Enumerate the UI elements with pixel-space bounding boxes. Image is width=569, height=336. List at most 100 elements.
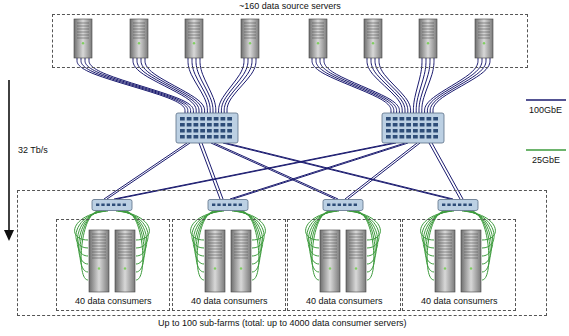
- drive-bay: [234, 237, 248, 238]
- switch-body: [438, 200, 478, 211]
- drive-bay: [464, 240, 478, 241]
- drive-bay: [234, 243, 248, 244]
- drive-bay: [234, 252, 248, 253]
- drive-bay: [77, 35, 89, 36]
- server-icon: [346, 230, 366, 292]
- drive-bay: [118, 249, 132, 250]
- link-100gbe: [316, 58, 394, 113]
- switch-port: [112, 204, 115, 207]
- drive-bay: [464, 234, 478, 235]
- switch-port: [400, 129, 405, 133]
- server-body: [74, 19, 92, 58]
- status-led: [329, 267, 331, 269]
- switch-port: [207, 117, 212, 121]
- drive-bay: [478, 35, 490, 36]
- drive-bay: [208, 240, 222, 241]
- network-switch: [176, 113, 238, 143]
- drive-bay: [118, 246, 132, 247]
- drive-bay: [464, 243, 478, 244]
- switch-port: [227, 135, 232, 139]
- group-heading: ~160 data source servers: [239, 1, 341, 12]
- sub-farm-box: 40 data consumers: [56, 219, 170, 311]
- arrow-head: [4, 230, 14, 241]
- drive-bay: [422, 35, 434, 36]
- switch-port: [433, 135, 438, 139]
- drive-bay: [438, 252, 452, 253]
- switch-port: [214, 117, 219, 121]
- drive-bay: [349, 240, 363, 241]
- switch-port: [207, 129, 212, 133]
- switch-body: [92, 200, 132, 211]
- drive-bay: [438, 255, 452, 256]
- switch-port: [187, 123, 192, 127]
- drive-bay: [92, 243, 106, 244]
- drive-bay: [92, 234, 106, 235]
- link-100gbe: [430, 58, 486, 113]
- drive-bay: [478, 23, 490, 24]
- drive-bay: [208, 249, 222, 250]
- switch-port: [194, 123, 199, 127]
- drive-bay: [133, 23, 145, 24]
- drive-bay: [92, 258, 106, 259]
- switch-port: [194, 117, 199, 121]
- drive-bay: [464, 252, 478, 253]
- drive-bay: [349, 249, 363, 250]
- switch-port: [212, 204, 215, 207]
- legend-text: 25GbE: [532, 155, 560, 166]
- switch-port: [348, 204, 351, 207]
- drive-bay: [367, 38, 379, 39]
- link-100gbe: [413, 58, 422, 113]
- link-100gbe: [200, 58, 216, 113]
- switch-body: [323, 200, 363, 211]
- drive-bay: [312, 23, 324, 24]
- drive-bay: [312, 32, 324, 33]
- network-switch: [92, 200, 132, 211]
- drive-bay: [188, 26, 200, 27]
- switch-port: [214, 129, 219, 133]
- server-icon: [74, 19, 92, 58]
- switch-body: [176, 113, 238, 143]
- switch-port: [413, 129, 418, 133]
- drive-bay: [133, 32, 145, 33]
- server-icon: [461, 230, 481, 292]
- switch-port: [420, 123, 425, 127]
- switch-port: [453, 204, 456, 207]
- drive-bay: [478, 32, 490, 33]
- drive-bay: [118, 252, 132, 253]
- switch-port: [427, 135, 432, 139]
- switch-port: [200, 123, 205, 127]
- switch-port: [223, 204, 226, 207]
- server-icon: [115, 230, 135, 292]
- server-body: [89, 230, 109, 292]
- status-led: [249, 42, 251, 44]
- drive-bay: [367, 26, 379, 27]
- server-body: [309, 19, 327, 58]
- drive-bay: [367, 23, 379, 24]
- drive-bay: [438, 237, 452, 238]
- server-icon: [320, 230, 340, 292]
- switch-port: [386, 123, 391, 127]
- server-icon: [419, 19, 437, 58]
- switch-port: [427, 117, 432, 121]
- switch-port: [400, 123, 405, 127]
- drive-bay: [77, 32, 89, 33]
- sub-farm-label: 40 data consumers: [191, 296, 268, 307]
- drive-bay: [208, 237, 222, 238]
- status-led: [372, 42, 374, 44]
- server-body: [320, 230, 340, 292]
- drive-bay: [464, 246, 478, 247]
- switch-port: [200, 129, 205, 133]
- drive-bay: [323, 249, 337, 250]
- switch-port: [406, 135, 411, 139]
- sub-farm-box: 40 data consumers: [402, 219, 516, 311]
- server-body: [115, 230, 135, 292]
- link-100gbe: [89, 58, 193, 113]
- server-body: [475, 19, 493, 58]
- switch-port: [214, 135, 219, 139]
- drive-bay: [323, 243, 337, 244]
- switch-port: [343, 204, 346, 207]
- server-icon: [475, 19, 493, 58]
- drive-bay: [422, 38, 434, 39]
- switch-port: [200, 135, 205, 139]
